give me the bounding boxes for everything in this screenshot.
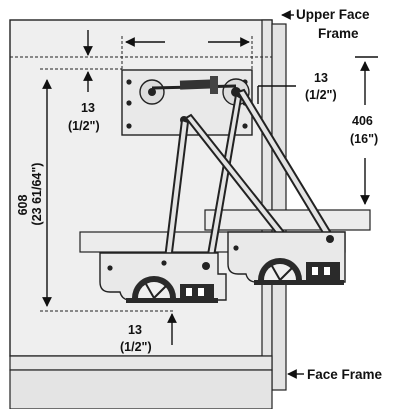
dim-height-in: (16") — [350, 132, 378, 146]
pivot-wheel-spoke — [153, 285, 167, 299]
pivot-wheel-spoke — [271, 265, 281, 281]
spring-clip — [210, 76, 218, 94]
base-strip — [254, 280, 344, 285]
dim-depth-mm: 608 — [16, 195, 30, 216]
mount-screw — [126, 100, 132, 106]
lowered-shelf-plank — [204, 209, 371, 231]
bottom-shelf — [9, 355, 273, 371]
pivot-wheel-spoke — [145, 283, 155, 299]
face-frame-label: Face Frame — [307, 367, 383, 382]
dim-left-in: (1/2") — [68, 119, 100, 133]
labels: Upper Face Frame Face Frame 13 (1/2") 13… — [16, 7, 383, 382]
upper-face-frame-strip — [271, 23, 287, 391]
mount-screw — [126, 79, 132, 85]
dim-bottom-in: (1/2") — [120, 340, 152, 354]
dimension-lines — [42, 10, 378, 379]
base-strip — [126, 298, 218, 303]
arm-joint — [326, 235, 334, 243]
cabinet-right-wall — [261, 19, 273, 357]
bracket-screw — [107, 265, 113, 271]
upper-face-frame-label: Upper Face — [296, 7, 370, 22]
mechanism-lower-raised — [99, 252, 227, 303]
dim-right-mm: 13 — [314, 71, 328, 85]
mechanism-lower-lowered — [227, 231, 346, 285]
latch-slot — [312, 267, 318, 275]
dim-bottom-mm: 13 — [128, 323, 142, 337]
arm-joint — [202, 262, 210, 270]
pivot-wheel-spoke — [279, 267, 293, 281]
dim-left-mm: 13 — [81, 101, 95, 115]
latch-block — [306, 262, 340, 280]
dim-depth-in-visible: (23 61/64") — [30, 163, 44, 226]
gas-spring-body — [179, 79, 215, 90]
lift-arms-lowered — [184, 88, 336, 270]
lower-cabinet — [9, 369, 273, 409]
mount-screw — [242, 123, 248, 129]
reference-lines — [10, 36, 272, 312]
dim-height-mm: 406 — [352, 114, 373, 128]
bracket-screw — [161, 260, 167, 266]
mount-screw — [126, 123, 132, 129]
latch-slot — [324, 267, 330, 275]
latch-slot — [198, 288, 204, 296]
latch-slot — [186, 288, 192, 296]
latch-block — [180, 284, 214, 300]
bracket-screw — [233, 245, 239, 251]
pivot-pin — [148, 88, 156, 96]
upper-face-frame-label-2: Frame — [318, 26, 359, 41]
dim-right-in: (1/2") — [305, 88, 337, 102]
